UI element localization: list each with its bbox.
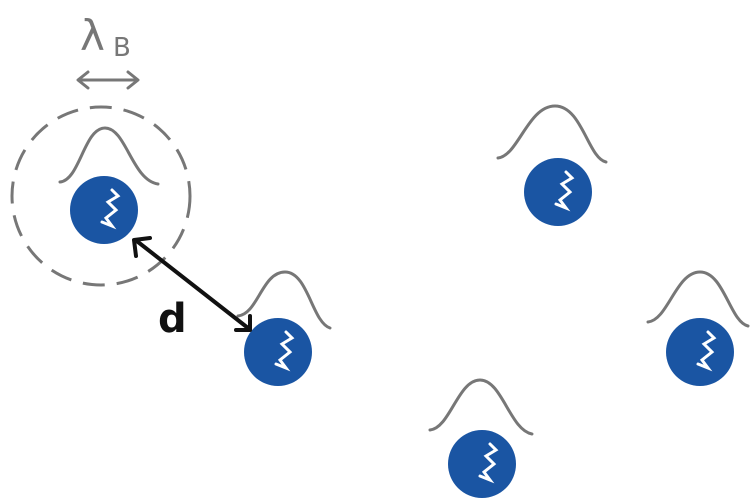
particle-1 [70, 176, 138, 244]
particle-5 [448, 430, 516, 498]
particle-5-highlight [478, 442, 499, 484]
coherence-dashed-circle [10, 105, 192, 287]
particle-2-highlight [274, 330, 295, 372]
particle-2 [244, 318, 312, 386]
distance-label: d [158, 296, 187, 342]
wave-packet-1 [58, 126, 160, 186]
particle-1-highlight [100, 188, 121, 230]
distance-arrow-line [136, 240, 250, 330]
particle-3 [524, 158, 592, 226]
wave-packet-4 [646, 270, 750, 328]
lambda-subscript: B [113, 33, 131, 63]
particle-3-highlight [554, 170, 575, 212]
interparticle-distance-arrow: d [132, 236, 252, 342]
distance-arrow-head-start [132, 236, 152, 258]
lambda-symbol: λ [80, 11, 105, 60]
lambda-arrow-left-head [76, 70, 90, 90]
wave-packet-3 [496, 104, 608, 164]
distance-arrow-head-end [234, 314, 252, 332]
wave-packet-5 [428, 378, 534, 436]
lambda-arrow-right-head [126, 70, 140, 90]
particle-4 [666, 318, 734, 386]
thermal-wavelength-label: λ B [76, 11, 140, 90]
wave-packet-2 [236, 270, 332, 330]
particle-4-highlight [696, 330, 717, 372]
